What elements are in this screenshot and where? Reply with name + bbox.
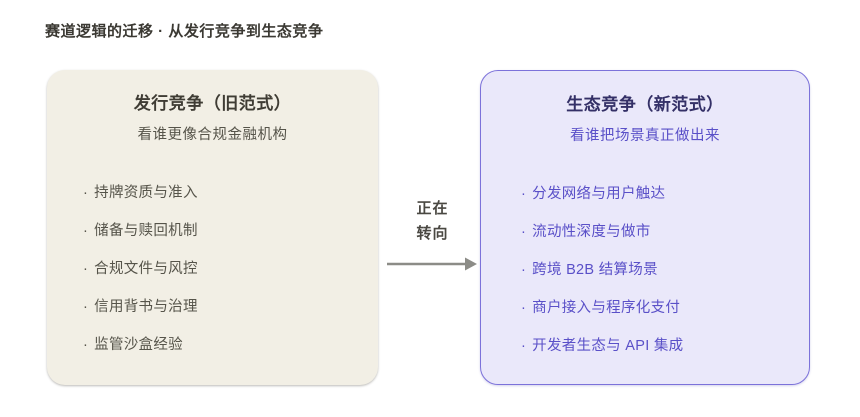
bullet-dot: · [521,338,527,354]
list-item-label: 储备与赎回机制 [94,223,198,239]
list-item-label: 监管沙盒经验 [94,337,183,353]
new-paradigm-list: · 分发网络与用户触达 · 流动性深度与做市 · 跨境 B2B 结算场景 · 商户接入与… [481,184,809,356]
bullet-dot: · [83,185,89,201]
new-paradigm-title: 生态竞争（新范式） [566,95,724,114]
bullet-dot: · [521,224,527,240]
list-item-label: 信用背书与治理 [94,299,198,315]
arrow-right-icon [387,257,477,271]
list-item-label: 合规文件与风控 [94,261,198,277]
new-paradigm-subtitle: 看谁把场景真正做出来 [570,128,720,144]
bullet-dot: · [83,337,89,353]
list-item: · 流动性深度与做市 [521,222,809,242]
list-item: · 分发网络与用户触达 [521,184,809,204]
transition-label-line2: 转向 [416,225,449,242]
transition-label: 正在 转向 [385,196,480,246]
list-item: · 储备与赎回机制 [83,221,378,241]
old-paradigm-subtitle: 看谁更像合规金融机构 [137,127,288,143]
list-item-label: 流动性深度与做市 [532,224,651,240]
list-item: · 持牌资质与准入 [83,183,378,203]
bullet-dot: · [521,186,527,202]
list-item-label: 商户接入与程序化支付 [532,300,681,316]
list-item-label: 持牌资质与准入 [94,185,198,201]
bullet-dot: · [83,223,89,239]
new-paradigm-card: 生态竞争（新范式） 看谁把场景真正做出来 · 分发网络与用户触达 · 流动性深度与做… [480,70,810,385]
list-item: · 信用背书与治理 [83,297,378,317]
list-item-label: 分发网络与用户触达 [532,186,666,202]
bullet-dot: · [83,299,89,315]
list-item: · 开发者生态与 API 集成 [521,336,809,356]
bullet-dot: · [521,300,527,316]
list-item: · 商户接入与程序化支付 [521,298,809,318]
list-item-label: 开发者生态与 API 集成 [532,338,684,354]
old-paradigm-title: 发行竞争（旧范式） [133,94,292,113]
old-paradigm-card: 发行竞争（旧范式） 看谁更像合规金融机构 · 持牌资质与准入 · 储备与赎回机制 ·… [47,70,378,385]
bullet-dot: · [83,261,89,277]
old-paradigm-list: · 持牌资质与准入 · 储备与赎回机制 · 合规文件与风控 · 信用背书与治理 · 监管沙… [47,183,378,355]
page-title: 赛道逻辑的迁移 · 从发行竞争到生态竞争 [45,23,324,40]
list-item: · 监管沙盒经验 [83,335,378,355]
list-item-label: 跨境 B2B 结算场景 [532,262,658,278]
list-item: · 合规文件与风控 [83,259,378,279]
transition-label-line1: 正在 [416,200,449,217]
bullet-dot: · [521,262,527,278]
list-item: · 跨境 B2B 结算场景 [521,260,809,280]
